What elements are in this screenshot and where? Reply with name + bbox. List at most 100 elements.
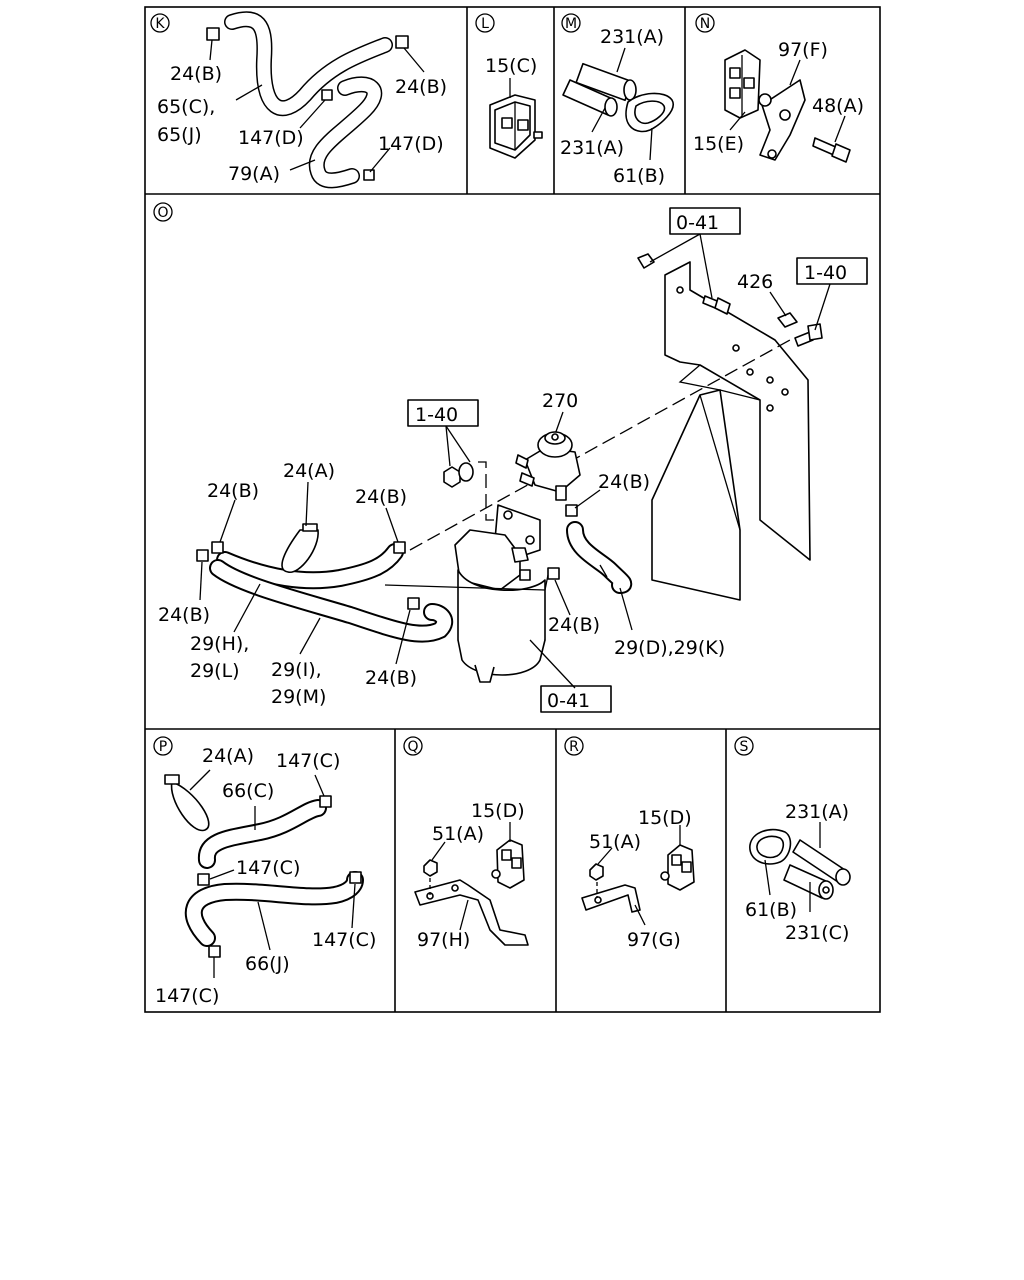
part-label: 24(A) bbox=[202, 745, 254, 767]
panel-letter-s: S bbox=[740, 739, 749, 755]
part-label: 29(D),29(K) bbox=[614, 637, 725, 659]
part-label: 15(D) bbox=[638, 807, 692, 829]
band-61b-icon bbox=[749, 828, 792, 865]
tube-icon bbox=[783, 864, 834, 900]
nut-51a-icon bbox=[589, 863, 604, 898]
part-label: 24(B) bbox=[548, 614, 600, 636]
part-label: 97(F) bbox=[778, 39, 828, 61]
hose-65 bbox=[224, 11, 393, 117]
panel-letter-r: R bbox=[569, 739, 579, 755]
panel-letter-m: M bbox=[565, 16, 577, 32]
part-label: 147(D) bbox=[378, 133, 444, 155]
bracket-97f-icon bbox=[758, 79, 806, 161]
part-label: 231(C) bbox=[785, 922, 849, 944]
clip-icons bbox=[196, 504, 578, 610]
leader-lines bbox=[764, 822, 821, 912]
ref-box: 0-41 bbox=[540, 685, 612, 713]
fuel-filter-icon bbox=[454, 504, 546, 683]
part-label: 24(B) bbox=[207, 480, 259, 502]
ref-box: 1-40 bbox=[796, 257, 868, 285]
tube-icon bbox=[792, 839, 851, 886]
panel-l: L 15(C) bbox=[475, 13, 543, 159]
leader-lines bbox=[209, 39, 425, 173]
tube-icon bbox=[575, 62, 637, 102]
panel-letter-q: Q bbox=[407, 739, 418, 755]
part-label: 24(B) bbox=[355, 486, 407, 508]
panel-n: N 97(F) 48(A) 15(E) bbox=[693, 13, 864, 163]
part-label: 24(B) bbox=[170, 63, 222, 85]
part-label: 15(D) bbox=[471, 800, 525, 822]
part-label: 24(B) bbox=[598, 471, 650, 493]
hose-29i bbox=[209, 559, 454, 643]
band-24a-icon bbox=[164, 774, 210, 832]
part-label: 24(B) bbox=[395, 76, 447, 98]
part-label: 61(B) bbox=[745, 899, 797, 921]
panel-letter-k: K bbox=[155, 16, 165, 32]
bracket-97h-icon bbox=[414, 879, 529, 946]
part-label: 79(A) bbox=[228, 163, 280, 185]
part-label: 29(H), bbox=[190, 633, 249, 655]
nut-51a-icon bbox=[423, 859, 438, 895]
part-label: 29(L) bbox=[190, 660, 240, 682]
part-label: 147(C) bbox=[312, 929, 376, 951]
part-label: 147(C) bbox=[155, 985, 219, 1007]
part-label: 270 bbox=[542, 390, 578, 412]
leader-lines bbox=[189, 769, 356, 978]
leader-lines bbox=[431, 822, 511, 931]
panel-letter-l: L bbox=[481, 16, 489, 32]
part-label: 66(J) bbox=[245, 953, 290, 975]
part-label: 147(C) bbox=[236, 857, 300, 879]
part-label: 61(B) bbox=[613, 165, 665, 187]
frame-bracket-icon bbox=[651, 261, 811, 601]
part-label: 231(A) bbox=[600, 26, 664, 48]
bolt-icons bbox=[637, 253, 823, 347]
part-label: 147(C) bbox=[276, 750, 340, 772]
clip-icons bbox=[197, 795, 362, 958]
part-label: 97(G) bbox=[627, 929, 681, 951]
leader-lines bbox=[729, 59, 846, 143]
part-label: 231(A) bbox=[560, 137, 624, 159]
clamp-15d-icon bbox=[491, 839, 525, 889]
ref-label: 1-40 bbox=[415, 404, 458, 426]
tube-icon bbox=[562, 79, 618, 117]
part-label: 97(H) bbox=[417, 929, 470, 951]
fuel-pump-270-icon bbox=[515, 431, 581, 501]
ref-box: 0-41 bbox=[669, 207, 741, 235]
ref-box: 1-40 bbox=[407, 399, 479, 427]
part-label: 29(I), bbox=[271, 659, 322, 681]
nut-icons bbox=[443, 462, 474, 488]
part-label: 51(A) bbox=[432, 823, 484, 845]
panel-r: R 15(D) 51(A) 97(G) bbox=[564, 736, 695, 951]
band-24a-icon bbox=[281, 523, 319, 573]
part-label: 231(A) bbox=[785, 801, 849, 823]
ref-label: 1-40 bbox=[804, 262, 847, 284]
diagram-frame bbox=[144, 6, 881, 1013]
hose-29d bbox=[566, 521, 633, 594]
part-label: 15(E) bbox=[693, 133, 744, 155]
clamp-15d-icon bbox=[660, 844, 695, 891]
part-label: 426 bbox=[737, 271, 773, 293]
leader-lines bbox=[591, 47, 653, 161]
alignment-line bbox=[409, 339, 791, 551]
hose-66j bbox=[184, 871, 364, 947]
leader-lines bbox=[445, 233, 831, 467]
clamp-15e-icon bbox=[724, 49, 761, 119]
part-label: 24(A) bbox=[283, 460, 335, 482]
part-label: 147(D) bbox=[238, 127, 304, 149]
part-label: 65(J) bbox=[157, 124, 202, 146]
part-label: 48(A) bbox=[812, 95, 864, 117]
hose-66c bbox=[198, 799, 327, 869]
part-label: 66(C) bbox=[222, 780, 274, 802]
panel-m: M 231(A) 231(A) 61(B) bbox=[560, 13, 674, 187]
panel-letter-o: O bbox=[157, 205, 168, 221]
alignment-line bbox=[478, 461, 495, 521]
panel-letter-p: P bbox=[159, 739, 167, 755]
leader-lines bbox=[597, 825, 681, 926]
leader-lines bbox=[199, 481, 633, 689]
part-label: 29(M) bbox=[271, 686, 326, 708]
clamp-15c-icon bbox=[489, 94, 543, 159]
ref-label: 0-41 bbox=[676, 212, 719, 234]
panel-o: O 0-41 1- bbox=[153, 202, 868, 713]
hose-79 bbox=[308, 76, 383, 189]
